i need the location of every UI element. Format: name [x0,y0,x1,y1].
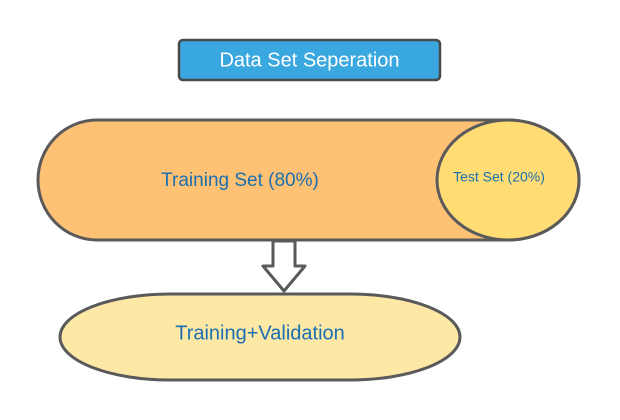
result-box: Training+Validation [58,292,462,382]
title-box: Data Set Seperation [177,38,442,82]
result-label: Training+Validation [175,322,345,344]
test-set-shape [435,118,581,242]
dataset-cylinder: Training Set (80%) Test Set (20%) [36,118,581,242]
test-set-label: Test Set (20%) [453,169,545,185]
result-shape [58,292,462,382]
title-label: Data Set Seperation [219,49,399,71]
training-set-label: Training Set (80%) [161,170,319,191]
down-arrow-icon [261,239,307,293]
title-box-shape [177,38,442,82]
